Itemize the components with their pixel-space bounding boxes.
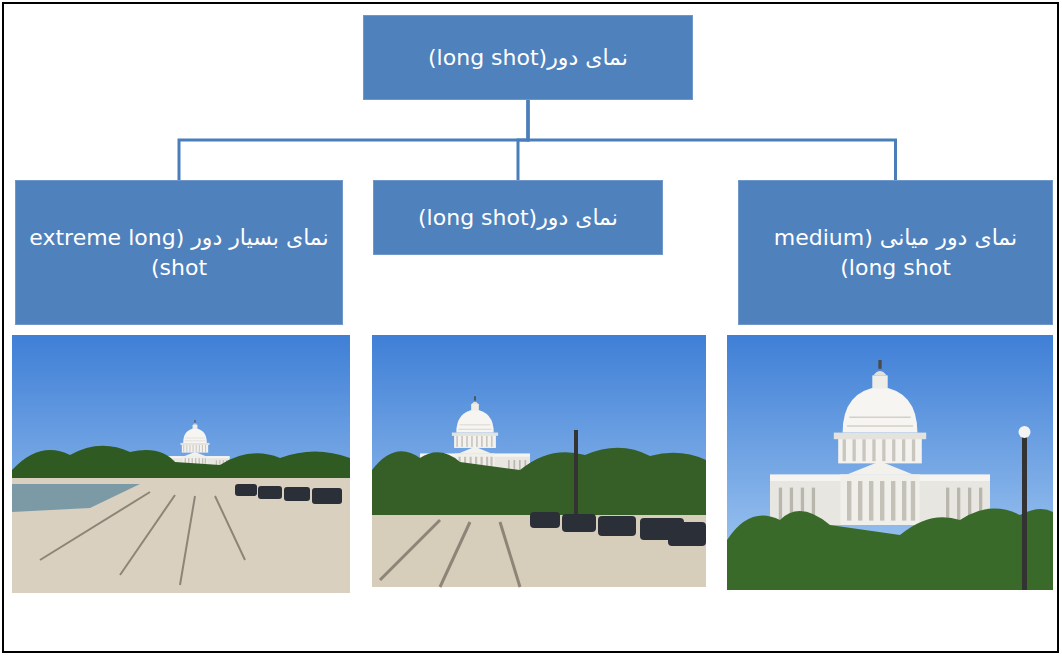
shot-label: نمای دور(long shot)	[428, 43, 628, 73]
child-box: نمای بسیار دور (extreme long shot)	[15, 180, 343, 325]
child-box: نمای دور(long shot)	[373, 180, 663, 255]
shot-label: نمای بسیار دور (extreme long shot)	[28, 223, 330, 282]
frame	[3, 3, 1058, 652]
photo-extreme-long-shot	[12, 335, 350, 593]
child-box: نمای دور میانی (medium long shot)	[738, 180, 1053, 325]
shot-label: نمای دور میانی (medium long shot)	[751, 223, 1040, 282]
tree-connector	[528, 100, 896, 180]
shot-label: نمای دور(long shot)	[418, 203, 618, 233]
photo-medium-long-shot	[727, 335, 1053, 590]
photo-long-shot	[372, 335, 706, 587]
tree-connector	[179, 100, 528, 180]
parent-box: نمای دور(long shot)	[363, 15, 693, 100]
